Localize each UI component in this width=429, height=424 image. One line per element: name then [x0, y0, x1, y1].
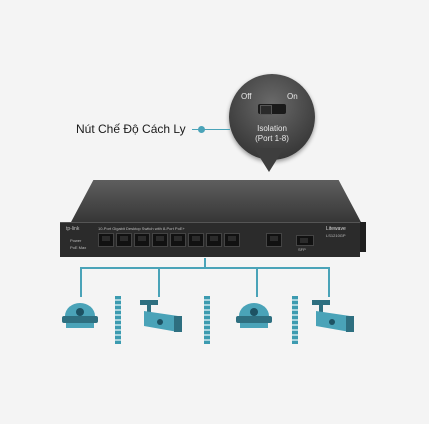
switch-top-panel: [70, 180, 362, 224]
isolation-button-label: Nút Chế Độ Cách Ly: [76, 122, 186, 136]
dome-camera-icon: [236, 303, 272, 328]
led-label-poe: PoE Max: [70, 245, 87, 250]
isolation-toggle[interactable]: [258, 104, 286, 115]
bullet-camera-icon: [312, 300, 354, 332]
switch-front-panel: tp-link Power PoE Max 10-Port Gigabit De…: [60, 222, 360, 257]
switch-side: [360, 222, 366, 252]
tree-branch-2: [158, 267, 160, 297]
isolation-label-line1: Isolation: [257, 124, 287, 133]
tree-branch-4: [328, 267, 330, 297]
bullet-camera-icon: [140, 300, 182, 332]
port-7[interactable]: [206, 233, 222, 247]
port-5[interactable]: [170, 233, 186, 247]
isolation-barrier: [292, 296, 298, 344]
tree-branch-1: [80, 267, 82, 297]
port-8[interactable]: [224, 233, 240, 247]
port-1[interactable]: [98, 233, 114, 247]
tree-trunk: [204, 258, 206, 268]
switch-on-label: On: [287, 92, 298, 101]
sfp-port[interactable]: [296, 235, 314, 246]
model-name: Litewave: [326, 226, 346, 232]
callout-dot: [198, 126, 205, 133]
port-6[interactable]: [188, 233, 204, 247]
tree-bar: [81, 267, 329, 269]
switch-off-label: Off: [241, 92, 252, 101]
port-4[interactable]: [152, 233, 168, 247]
sfp-label: SFP: [298, 247, 306, 252]
led-label-power: Power: [70, 238, 82, 243]
brand-logo: tp-link: [66, 226, 80, 232]
model-sub: LS1210GP: [326, 233, 346, 238]
dome-camera-icon: [62, 303, 98, 328]
tree-branch-3: [256, 267, 258, 297]
front-title: 10-Port Gigabit Desktop Switch with 8-Po…: [98, 226, 185, 231]
port-3[interactable]: [134, 233, 150, 247]
isolation-switch-zoom: Off On Isolation (Port 1-8): [229, 74, 315, 160]
port-9[interactable]: [266, 233, 282, 247]
callout-leader: [192, 129, 230, 130]
port-2[interactable]: [116, 233, 132, 247]
isolation-label-line2: (Port 1-8): [255, 134, 289, 143]
toggle-knob: [260, 105, 272, 115]
isolation-barrier: [115, 296, 121, 344]
isolation-barrier: [204, 296, 210, 344]
zoom-pointer: [254, 148, 284, 172]
